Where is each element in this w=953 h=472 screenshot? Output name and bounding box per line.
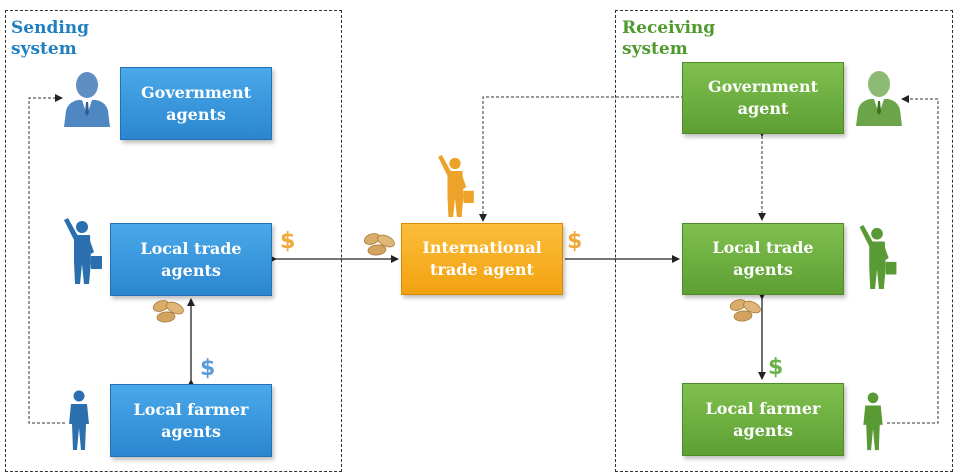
sending-government-label: Government agents	[140, 82, 251, 124]
receiving-farmer-icon	[863, 392, 883, 451]
sending-dollar-sign: $	[200, 356, 216, 381]
international-dollar-sign-left: $	[280, 229, 296, 254]
international-trade-box: International trade agent	[401, 223, 563, 295]
receiving-trade-label: Local trade agents	[712, 238, 814, 279]
international-trade-label: International trade agent	[422, 238, 542, 279]
receiving-trade-box: Local trade agents	[682, 223, 844, 295]
government-international-arrow	[479, 96, 684, 222]
receiving-government-box: Government agent	[682, 62, 844, 134]
sending-government-box: Government agents	[120, 67, 272, 140]
sending-title-line2: system	[11, 39, 77, 59]
international-peanuts-icon	[363, 233, 395, 256]
receiving-peanuts-icon	[729, 299, 761, 322]
receiving-trader-icon	[859, 225, 897, 290]
sending-farmer-box: Local farmer agents	[110, 384, 272, 457]
receiving-dollar-sign: $	[768, 355, 784, 380]
sending-title-line1: Sending	[11, 18, 90, 38]
sending-trader-icon	[64, 218, 102, 284]
sending-trade-label: Local trade agents	[140, 238, 242, 280]
receiving-title-line2: system	[622, 39, 688, 59]
receiving-government-label: Government agent	[707, 77, 818, 118]
sending-peanuts-icon	[152, 300, 184, 323]
sending-businessman-icon	[64, 72, 110, 127]
international-dollar-sign-right: $	[567, 229, 583, 254]
sending-farmer-label: Local farmer agents	[133, 399, 249, 441]
sending-trade-box: Local trade agents	[110, 223, 272, 296]
receiving-system-title: Receiving system	[622, 18, 715, 60]
receiving-businessman-icon	[856, 71, 902, 126]
sending-feedback-arrow	[28, 94, 65, 424]
receiving-farmer-box: Local farmer agents	[682, 383, 844, 456]
sending-system-title: Sending system	[11, 18, 89, 60]
receiving-feedback-arrow	[887, 95, 939, 424]
receiving-farmer-label: Local farmer agents	[705, 398, 821, 440]
receiving-title-line1: Receiving	[622, 18, 716, 38]
sending-farmer-icon	[69, 390, 89, 450]
international-trader-icon	[438, 155, 474, 218]
